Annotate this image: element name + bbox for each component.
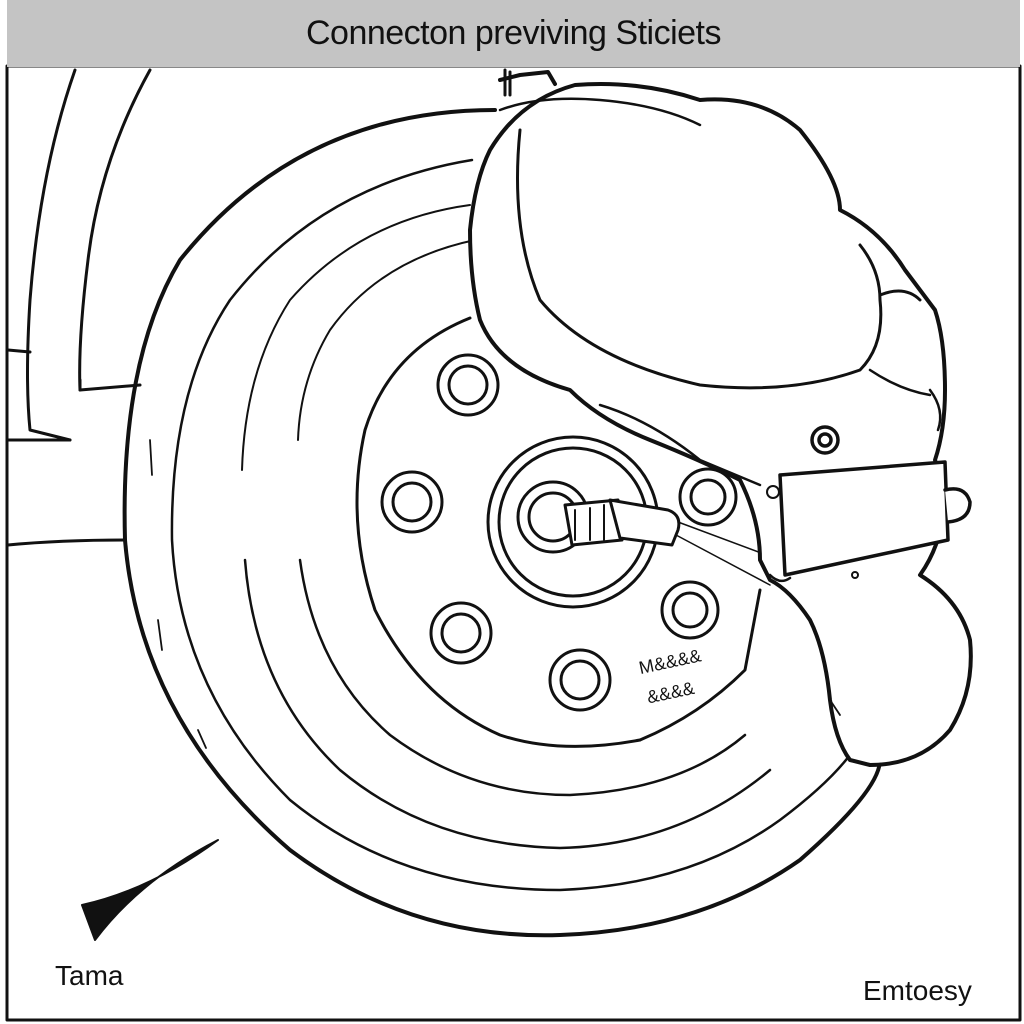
label-left: Tama (55, 960, 124, 991)
fender-arch (6, 68, 152, 547)
brake-caliper (468, 68, 973, 767)
lug-holes (380, 353, 738, 712)
rotor-stamp: M&&&& &&&& (637, 645, 703, 707)
hub-flange (355, 316, 762, 748)
brake-rotor (122, 108, 882, 938)
label-right: Emtoesy (863, 975, 972, 1006)
rotor-details (149, 439, 841, 749)
svg-text:M&&&&: M&&&& (637, 645, 703, 678)
caliper-bracket (766, 388, 972, 583)
title-bar: Connecton previving Sticiets (7, 0, 1020, 67)
svg-text:&&&&: &&&& (645, 678, 696, 708)
sensor-connector (563, 498, 781, 586)
diagram-title: Connecton previving Sticiets (305, 14, 722, 52)
arrow-pointer (81, 839, 219, 941)
